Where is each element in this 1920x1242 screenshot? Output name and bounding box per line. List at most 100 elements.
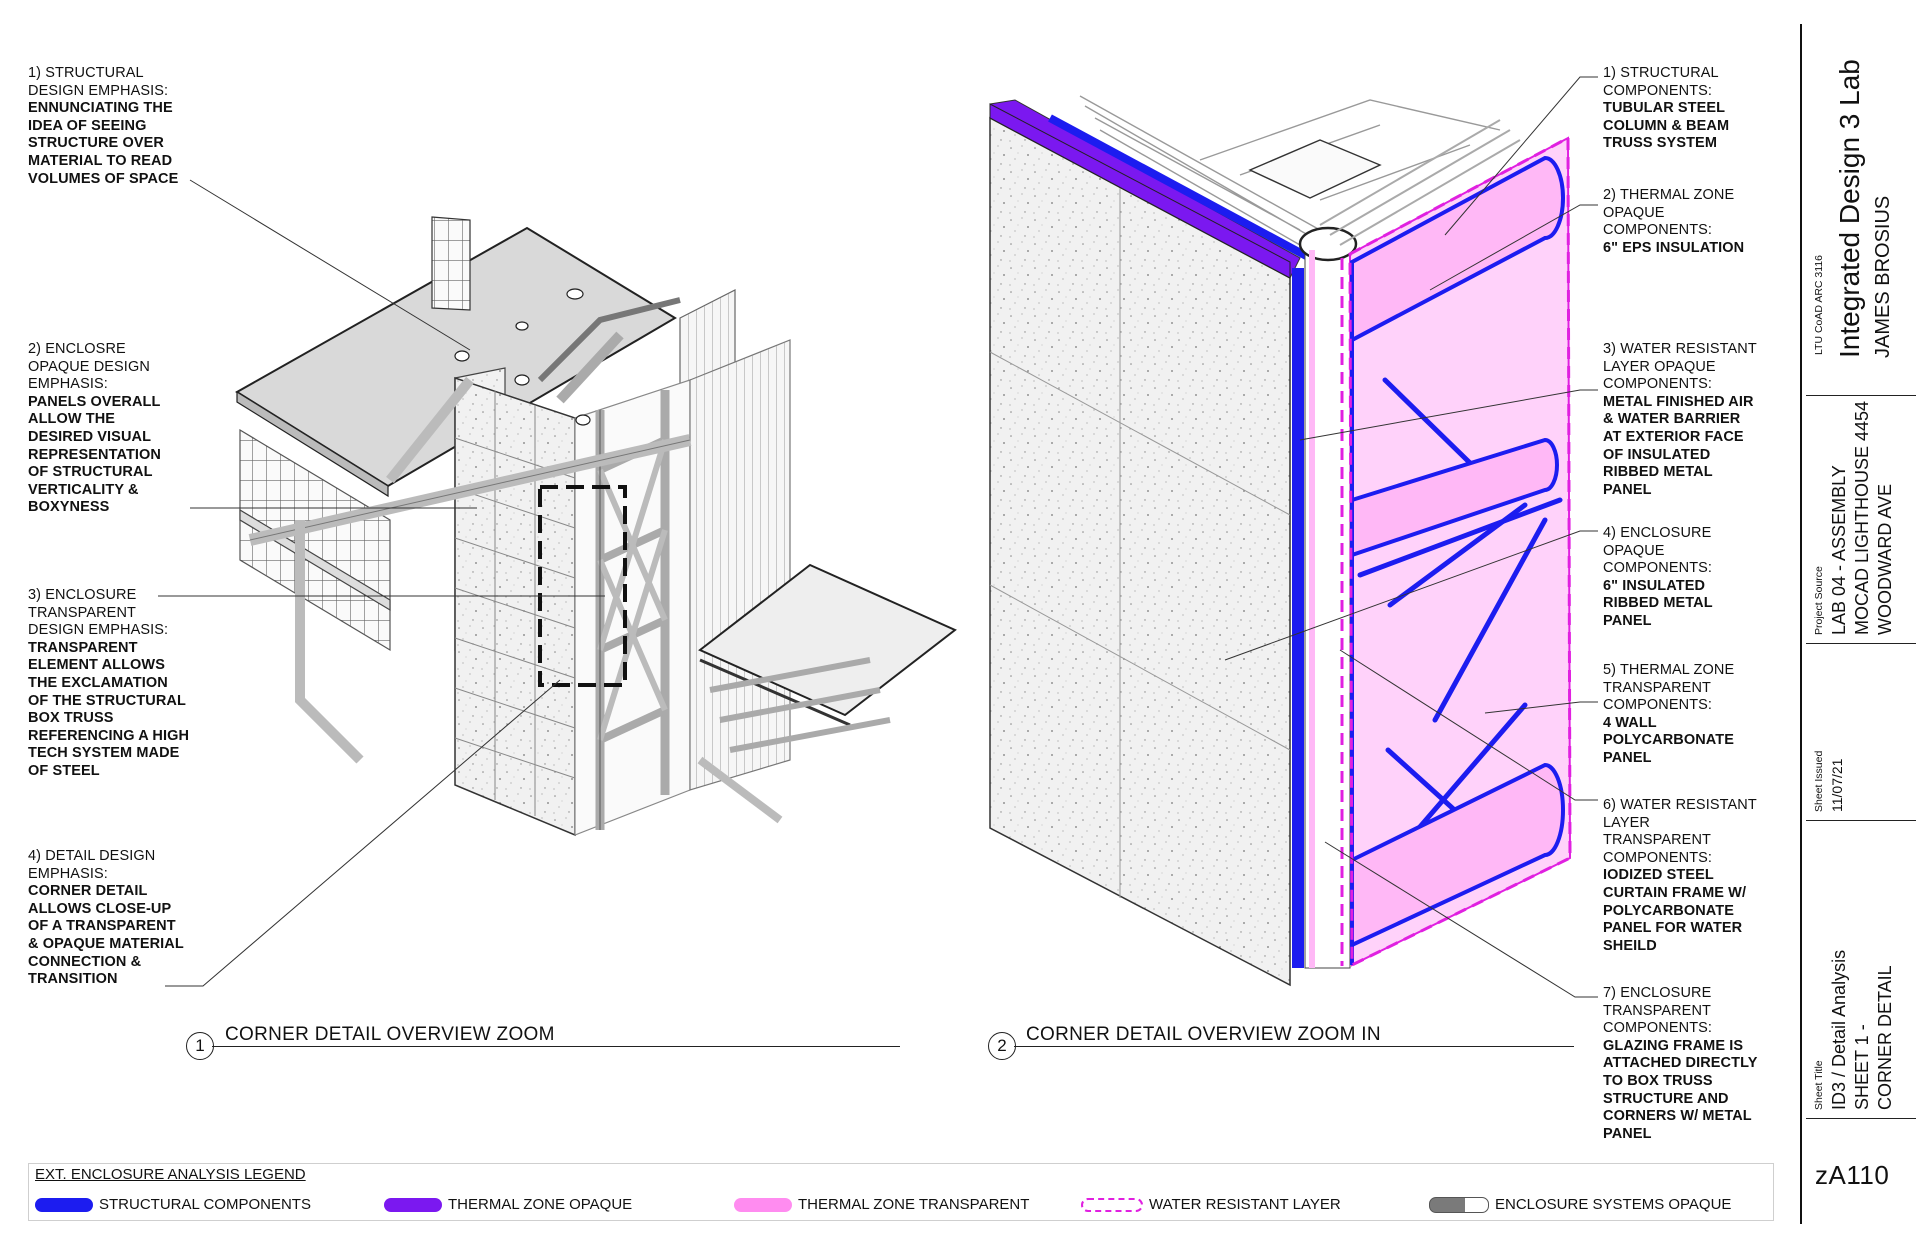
- note-text: 7) ENCLOSURE: [1603, 985, 1712, 1001]
- note-text: 2) ENCLOSRE: [28, 341, 126, 357]
- note-text: & OPAQUE MATERIAL: [28, 935, 184, 952]
- note-text: COMPONENTS:: [1603, 560, 1713, 577]
- legend-swatch: [1081, 1197, 1143, 1212]
- sheet-title-line: SHEET 1 -: [1852, 1024, 1872, 1110]
- course-code: LTU CoAD ARC 3116: [1813, 255, 1825, 355]
- note-structural-emphasis: 1) STRUCTURAL DESIGN EMPHASIS: ENNUNCIAT…: [28, 65, 178, 188]
- note-text: TRANSPARENT: [1603, 832, 1711, 849]
- note-text: CONNECTION &: [28, 953, 142, 970]
- note-text: 6) WATER RESISTANT: [1603, 797, 1757, 813]
- note-text: 1) STRUCTURAL: [28, 65, 144, 81]
- note-text: COLUMN & BEAM: [1603, 117, 1730, 134]
- project-title: Integrated Design 3 Lab: [1834, 59, 1865, 358]
- legend: EXT. ENCLOSURE ANALYSIS LEGEND STRUCTURA…: [28, 1163, 1774, 1221]
- note-text: 4 WALL: [1603, 714, 1657, 731]
- sheet-issued-date: 11/07/21: [1829, 758, 1845, 812]
- note-text: 5) THERMAL ZONE: [1603, 662, 1735, 678]
- note-text: THE EXCLAMATION: [28, 674, 168, 691]
- note-text: POLYCARBONATE: [1603, 902, 1735, 919]
- note-enclosure-transparent: 7) ENCLOSURE TRANSPARENT COMPONENTS: GLA…: [1603, 985, 1758, 1143]
- note-text: 4) ENCLOSURE: [1603, 525, 1712, 541]
- project-source-line: MOCAD LIGHTHOUSE 4454: [1852, 400, 1872, 635]
- legend-title: EXT. ENCLOSURE ANALYSIS LEGEND: [35, 1166, 306, 1183]
- note-text: POLYCARBONATE: [1603, 732, 1735, 749]
- note-text: TRANSPARENT: [1603, 679, 1711, 696]
- project-source-line: LAB 04 - ASSEMBLY: [1829, 465, 1849, 635]
- note-text: METAL FINISHED AIR: [1603, 393, 1754, 410]
- title-block-divider: [1806, 395, 1916, 396]
- note-text: 6" INSULATED: [1603, 577, 1706, 594]
- note-text: TRUSS SYSTEM: [1603, 135, 1717, 152]
- note-text: 4) DETAIL DESIGN: [28, 848, 156, 864]
- view-number-2: 2: [988, 1032, 1016, 1060]
- note-text: 1) STRUCTURAL: [1603, 65, 1719, 81]
- legend-label: THERMAL ZONE TRANSPARENT: [798, 1196, 1030, 1213]
- overview-axonometric: [235, 216, 957, 837]
- note-text: TECH SYSTEM MADE: [28, 745, 180, 762]
- note-text: IODIZED STEEL: [1603, 867, 1714, 884]
- note-text: ALLOWS CLOSE-UP: [28, 900, 172, 917]
- note-thermal-transparent: 5) THERMAL ZONE TRANSPARENT COMPONENTS: …: [1603, 662, 1734, 768]
- note-text: PANEL: [1603, 1125, 1652, 1142]
- note-text: BOXYNESS: [28, 499, 110, 516]
- note-text: COMPONENTS:: [1603, 1020, 1713, 1037]
- note-text: COMPONENTS:: [1603, 849, 1713, 866]
- note-text: STRUCTURE AND: [1603, 1090, 1729, 1107]
- legend-item-enclosure-opaque: ENCLOSURE SYSTEMS OPAQUE: [1429, 1196, 1731, 1213]
- leader-lines: [158, 76, 1598, 998]
- title-block-divider: [1806, 643, 1916, 644]
- note-text: BOX TRUSS: [28, 710, 114, 727]
- note-text: TRANSITION: [28, 971, 118, 988]
- view-underline-1: [212, 1046, 900, 1047]
- view-label-2: CORNER DETAIL OVERVIEW ZOOM IN: [1026, 1024, 1381, 1045]
- note-text: REFERENCING A HIGH: [28, 727, 190, 744]
- note-text: TO BOX TRUSS: [1603, 1072, 1713, 1089]
- legend-swatch: [35, 1197, 93, 1212]
- note-text: VERTICALITY &: [28, 481, 139, 498]
- title-block-border: [1800, 24, 1802, 1224]
- view-number-1: 1: [186, 1032, 214, 1060]
- legend-label: ENCLOSURE SYSTEMS OPAQUE: [1495, 1196, 1732, 1213]
- legend-swatch: [384, 1197, 442, 1212]
- note-text: 2) THERMAL ZONE: [1603, 187, 1735, 203]
- note-text: PANEL: [1603, 612, 1652, 629]
- note-text: PANEL: [1603, 749, 1652, 766]
- project-source-label: Project Source: [1813, 566, 1825, 635]
- note-text: 3) WATER RESISTANT: [1603, 341, 1757, 357]
- note-text: COMPONENTS:: [1603, 697, 1713, 714]
- note-text: TRANSPARENT: [28, 604, 136, 621]
- note-text: COMPONENTS:: [1603, 376, 1713, 393]
- note-text: CORNERS W/ METAL: [1603, 1108, 1752, 1125]
- note-text: PANEL FOR WATER: [1603, 920, 1743, 937]
- title-block-divider: [1806, 820, 1916, 821]
- note-water-resistant-opaque: 3) WATER RESISTANT LAYER OPAQUE COMPONEN…: [1603, 341, 1757, 499]
- note-water-resistant-transparent: 6) WATER RESISTANT LAYER TRANSPARENT COM…: [1603, 797, 1757, 955]
- note-text: LAYER: [1603, 814, 1650, 831]
- note-text: TRANSPARENT: [28, 639, 138, 656]
- note-text: & WATER BARRIER: [1603, 411, 1741, 428]
- note-text: EMPHASIS:: [28, 865, 108, 882]
- note-text: DESIRED VISUAL: [28, 428, 152, 445]
- note-enclosure-opaque: 4) ENCLOSURE OPAQUE COMPONENTS: 6" INSUL…: [1603, 525, 1713, 631]
- legend-item-water-resistant: WATER RESISTANT LAYER: [1081, 1196, 1341, 1213]
- note-text: OF INSULATED: [1603, 446, 1711, 463]
- note-text: GLAZING FRAME IS: [1603, 1037, 1744, 1054]
- legend-item-thermal-transparent: THERMAL ZONE TRANSPARENT: [734, 1196, 1029, 1213]
- sheet-title-line: CORNER DETAIL: [1875, 965, 1895, 1110]
- note-text: LAYER OPAQUE: [1603, 358, 1716, 375]
- note-text: DESIGN EMPHASIS:: [28, 82, 169, 99]
- legend-label: STRUCTURAL COMPONENTS: [99, 1196, 311, 1213]
- view-underline-2: [1014, 1046, 1574, 1047]
- note-text: AT EXTERIOR FACE: [1603, 428, 1744, 445]
- zoom-in-axonometric: [989, 95, 1572, 987]
- note-text: OPAQUE DESIGN: [28, 358, 150, 375]
- note-text: SHEILD: [1603, 937, 1657, 954]
- note-text: EMPHASIS:: [28, 376, 108, 393]
- note-text: COMPONENTS:: [1603, 82, 1713, 99]
- note-text: IDEA OF SEEING: [28, 117, 147, 134]
- note-thermal-opaque: 2) THERMAL ZONE OPAQUE COMPONENTS: 6" EP…: [1603, 187, 1744, 257]
- sheet-issued-label: Sheet Issued: [1813, 750, 1825, 812]
- note-text: MATERIAL TO READ: [28, 152, 173, 169]
- legend-label: WATER RESISTANT LAYER: [1149, 1196, 1341, 1213]
